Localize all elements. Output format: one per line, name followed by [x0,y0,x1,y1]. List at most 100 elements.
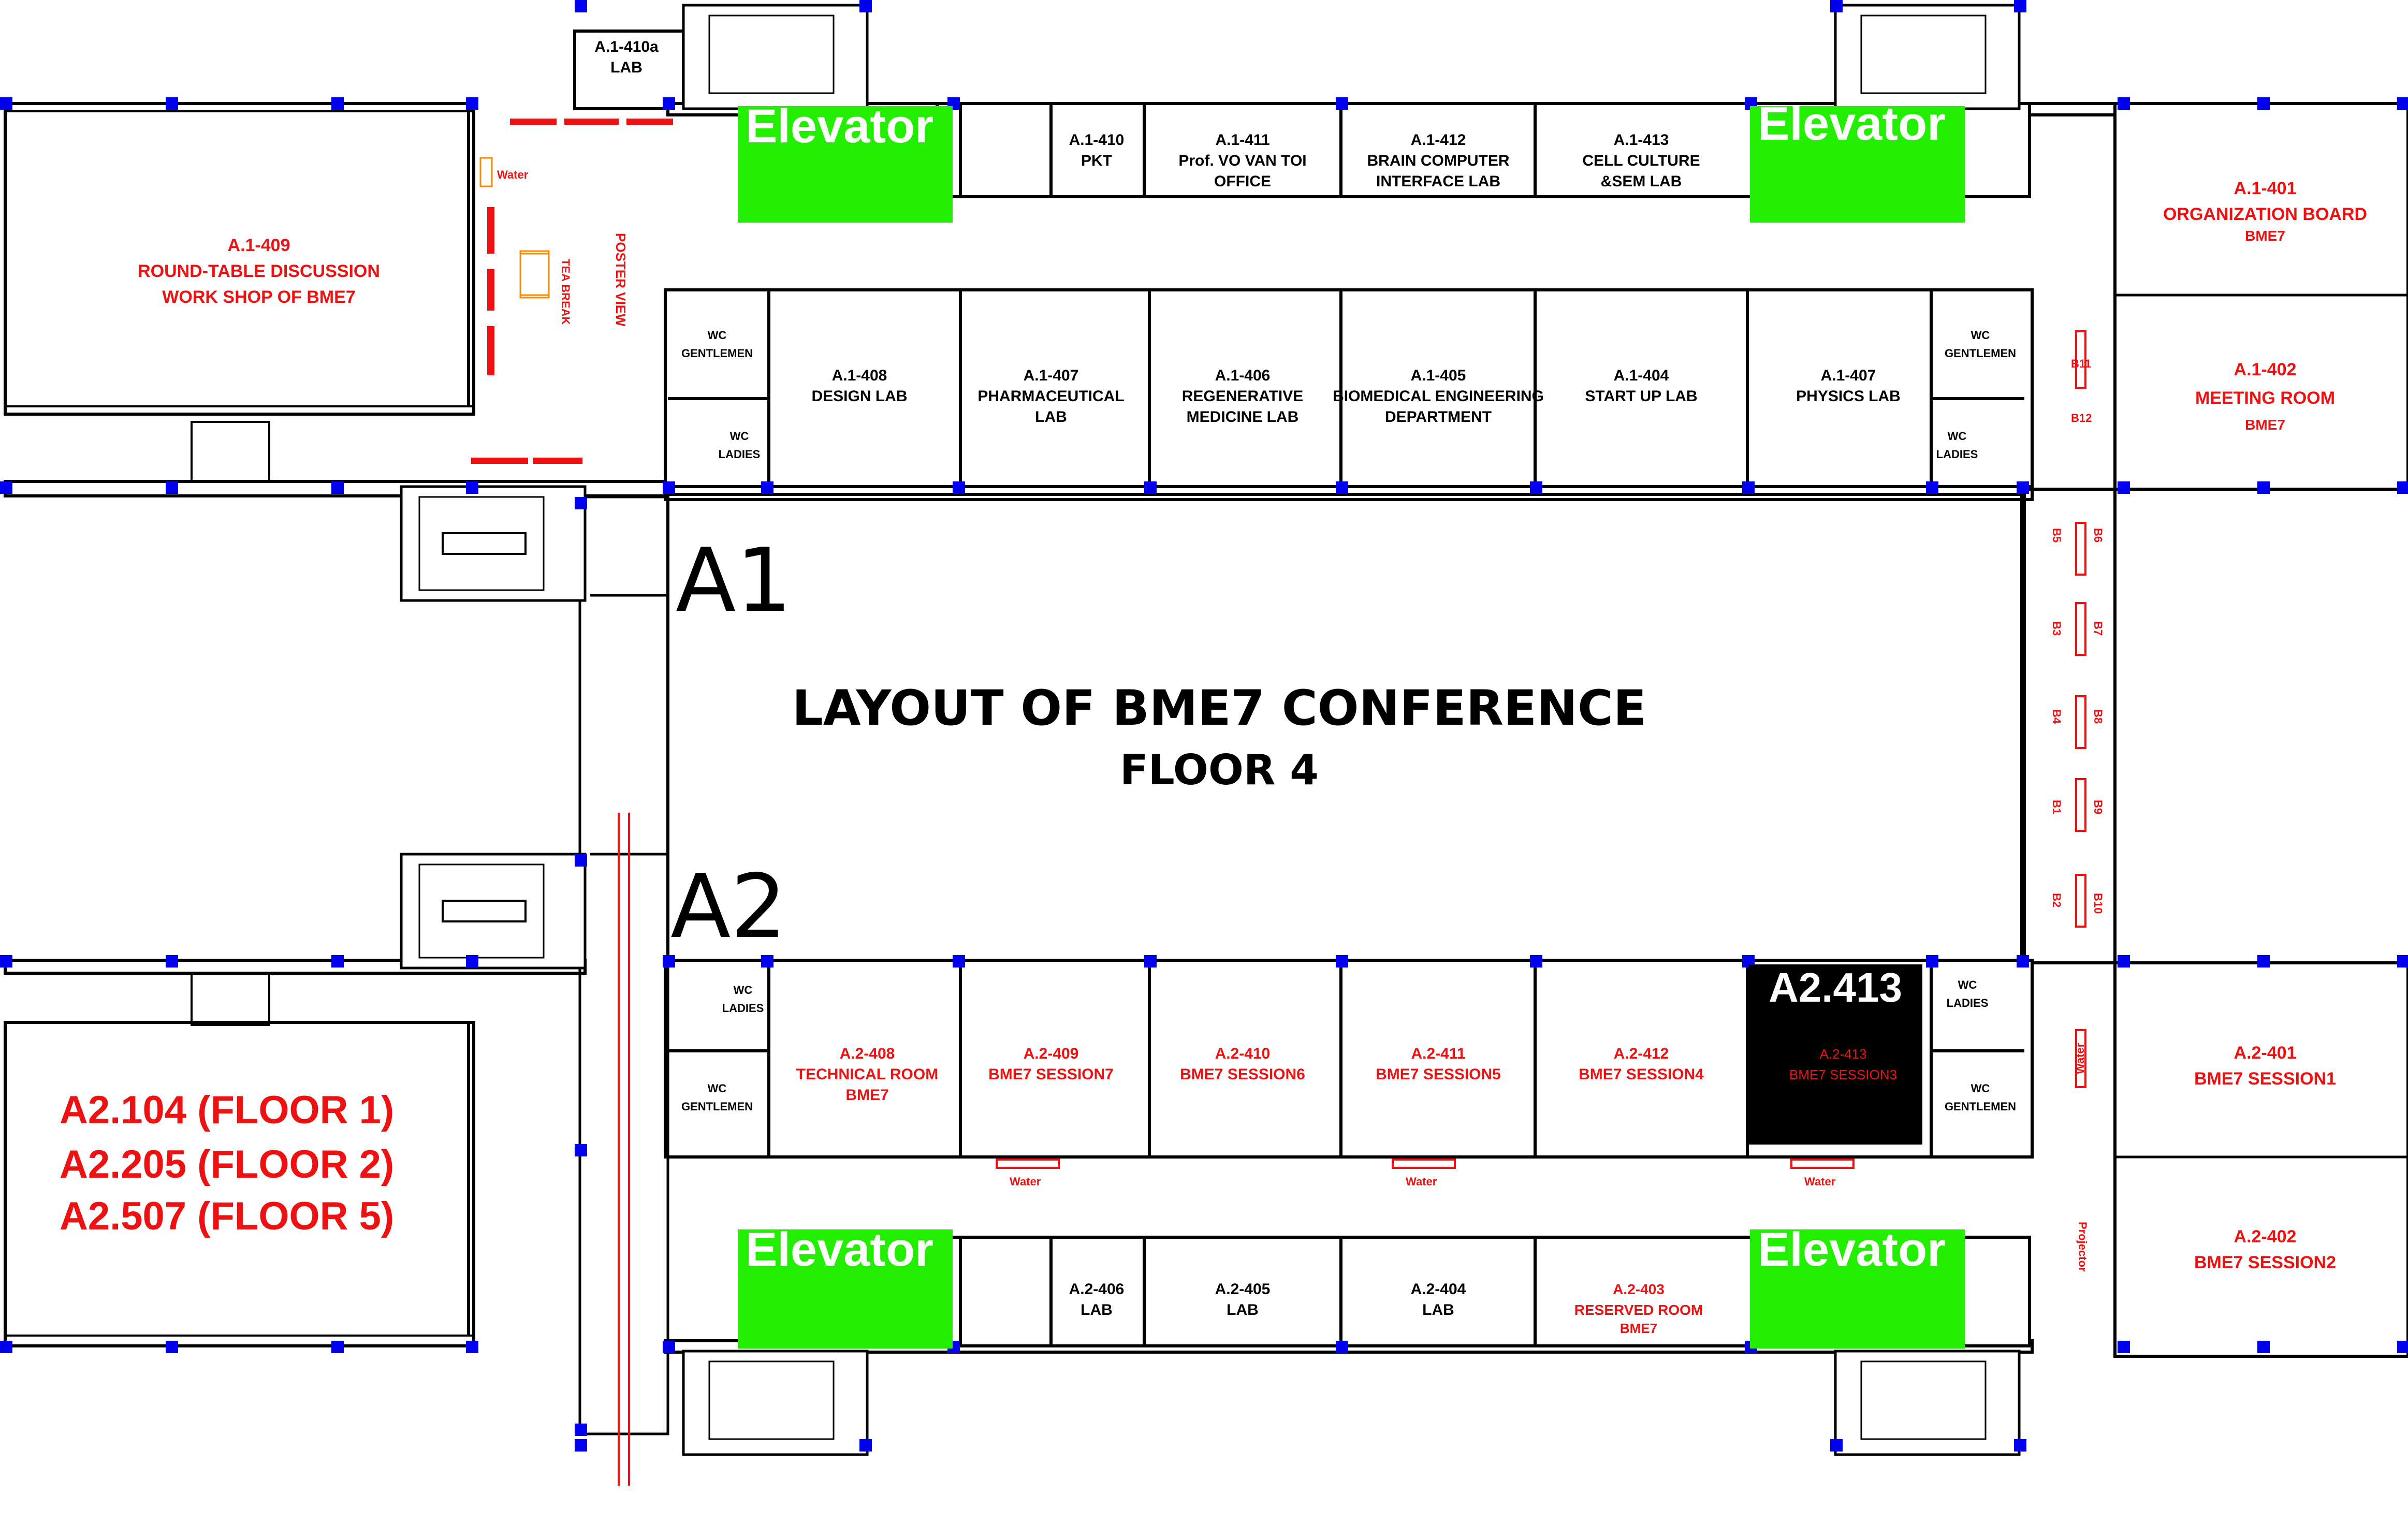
room-a1-406: A.1-406 REGENERATIVE MEDICINE LAB [1182,367,1303,426]
room-a1-413: A.1-413 CELL CULTURE &SEM LAB [1582,131,1700,190]
plan-title: LAYOUT OF BME7 CONFERENCE [792,680,1646,737]
room-a1-409: A.1-409 ROUND-TABLE DISCUSSION WORK SHOP… [138,236,380,307]
svg-text:GENTLEMEN: GENTLEMEN [1945,1100,2016,1113]
booth-label: B3 [2050,621,2063,636]
elevator-a1-right: Elevator [1750,97,1965,223]
room-a2-401: A.2-401 BME7 SESSION1 [2194,1043,2336,1089]
highlight-room-label: A2.413 [1769,964,1902,1010]
other-floor-3: A2.507 (FLOOR 5) [60,1194,394,1238]
room-code: A.2-409 [1024,1045,1079,1062]
highlight-room-a2-413: A2.413 A.2-413 BME7 SESSION3 [1749,964,1922,1145]
room-code: A.1-402 [2234,360,2297,379]
elevator-label: Elevator [746,100,933,153]
room-name: LAB [1422,1301,1454,1318]
room-a2-408: A.2-408 TECHNICAL ROOM BME7 [796,1045,938,1104]
other-floor-2: A2.205 (FLOOR 2) [60,1142,394,1186]
room-a2-405: A.2-405 LAB [1215,1281,1271,1318]
elevator-label: Elevator [746,1223,933,1276]
svg-text:WC: WC [730,430,749,443]
svg-text:LADIES: LADIES [722,1002,764,1015]
room-name: BME7 SESSION3 [1789,1067,1897,1082]
room-code: A.2-406 [1069,1281,1125,1298]
room-a1-402: A.1-402 MEETING ROOM BME7 [2195,360,2335,433]
room-code: A.2-411 [1411,1045,1465,1062]
room-name: DEPARTMENT [1385,408,1492,426]
room-a1-411: A.1-411 Prof. VO VAN TOI OFFICE [1178,131,1306,190]
room-code: A.1-413 [1614,131,1669,149]
room-a2-411: A.2-411 BME7 SESSION5 [1376,1045,1501,1083]
room-name: &SEM LAB [1601,173,1682,190]
room-a2-404: A.2-404 LAB [1411,1281,1466,1318]
room-name: BME7 SESSION5 [1376,1066,1501,1083]
room-name: BME7 SESSION1 [2194,1069,2336,1089]
plan-subtitle: FLOOR 4 [1120,746,1319,794]
room-name: ORGANIZATION BOARD [2163,204,2367,224]
room-a2-403: A.2-403 RESERVED ROOM BME7 [1574,1281,1703,1336]
room-code: A.2-405 [1215,1281,1271,1298]
room-name: LAB [610,59,643,76]
booth-label: B5 [2050,528,2063,543]
room-a1-407-pharmaceutical: A.1-407 PHARMACEUTICAL LAB [977,367,1124,426]
wc-a2-left-ladies: WC LADIES [722,984,764,1015]
booth-label: B9 [2092,800,2105,814]
room-name: BME7 SESSION4 [1579,1066,1704,1083]
room-code: A.2-402 [2234,1227,2297,1247]
room-code: A.1-412 [1411,131,1466,149]
wing-a2-label: A2 [670,856,786,958]
room-code: A.2-403 [1613,1281,1665,1297]
room-name: START UP LAB [1585,388,1697,405]
room-name: RESERVED ROOM [1574,1302,1703,1318]
room-code: A.2-412 [1614,1045,1669,1062]
room-code: A.1-401 [2234,179,2297,198]
room-code: A.1-404 [1614,367,1669,384]
other-floors-list: A2.104 (FLOOR 1) A2.205 (FLOOR 2) A2.507… [60,1088,394,1238]
other-floor-1: A2.104 (FLOOR 1) [60,1088,394,1132]
room-a2-402: A.2-402 BME7 SESSION2 [2194,1227,2336,1272]
room-name: BME7 SESSION6 [1180,1066,1305,1083]
elevator-a2-left: Elevator [738,1223,953,1349]
svg-text:WC: WC [708,1082,727,1095]
room-name: BRAIN COMPUTER [1367,152,1510,169]
booth-label: B6 [2092,528,2105,543]
wc-a2-left-gentlemen: WC GENTLEMEN [681,1082,753,1113]
svg-text:LADIES: LADIES [1936,448,1978,461]
water-station-label: Water [2074,1043,2086,1074]
water-station-label: Water [497,168,529,181]
projector-label: Projector [2076,1222,2089,1272]
booth-label: B1 [2050,800,2063,814]
room-name: Prof. VO VAN TOI [1178,152,1306,169]
event-furniture [471,119,2086,1486]
booth-label: B11 [2071,357,2091,370]
elevator-label: Elevator [1758,97,1946,150]
room-name: LAB [1227,1301,1259,1318]
room-code: A.1-405 [1411,367,1466,384]
room-a1-408: A.1-408 DESIGN LAB [811,367,907,405]
poster-booths: B11 B12 B5 B3 B4 B1 B2 B6 B7 B8 B9 B10 [2050,357,2105,914]
elevator-a2-right: Elevator [1750,1223,1965,1349]
room-a1-401: A.1-401 ORGANIZATION BOARD BME7 [2163,179,2367,244]
room-name: BME7 [2245,417,2285,433]
room-code: A.1-410 [1069,131,1125,149]
room-code: A.2-404 [1411,1281,1466,1298]
svg-text:LADIES: LADIES [1947,996,1989,1009]
room-a1-405: A.1-405 BIOMEDICAL ENGINEERING DEPARTMEN… [1333,367,1544,426]
booth-label: B7 [2092,621,2105,636]
elevator-label: Elevator [1758,1223,1946,1276]
room-name: ROUND-TABLE DISCUSSION [138,261,380,281]
room-name: PKT [1081,152,1112,169]
svg-text:GENTLEMEN: GENTLEMEN [1945,347,2016,360]
room-a2-409: A.2-409 BME7 SESSION7 [988,1045,1114,1083]
room-a1-404: A.1-404 START UP LAB [1585,367,1697,405]
water-station-label: Water [1406,1175,1437,1188]
room-name: BME7 [845,1087,888,1104]
room-a1-412: A.1-412 BRAIN COMPUTER INTERFACE LAB [1367,131,1510,190]
room-name: PHYSICS LAB [1796,388,1901,405]
room-a1-410a: A.1-410a LAB [594,38,659,76]
wing-a1-label: A1 [676,530,792,632]
room-name: BME7 [1620,1321,1657,1336]
room-name: BIOMEDICAL ENGINEERING [1333,388,1544,405]
room-name: MEDICINE LAB [1187,408,1299,426]
columns [0,0,2408,1452]
booth-label: B12 [2071,412,2092,424]
room-code: A.2-410 [1215,1045,1271,1062]
